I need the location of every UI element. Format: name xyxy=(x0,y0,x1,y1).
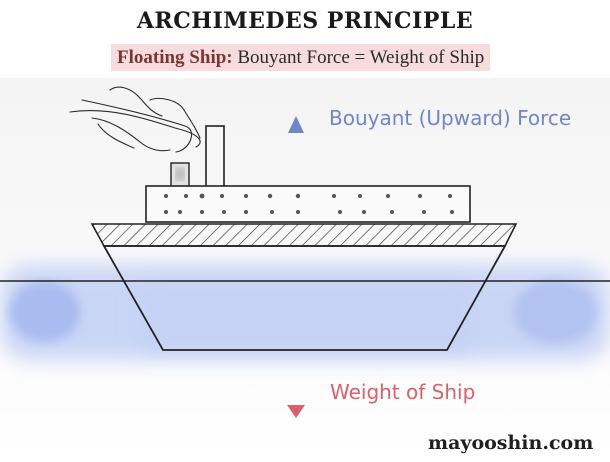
subtitle-lead: Floating Ship: xyxy=(117,47,233,68)
subtitle: Floating Ship: Bouyant Force = Weight of… xyxy=(111,44,491,71)
subtitle-rest: Bouyant Force = Weight of Ship xyxy=(232,47,485,68)
smoke-scribble xyxy=(69,86,201,153)
buoyant-force-label: Bouyant (Upward) Force xyxy=(329,106,572,130)
downward-arrowhead xyxy=(287,405,305,418)
upper-deck xyxy=(145,185,471,223)
page-title: ARCHIMEDES PRINCIPLE xyxy=(136,8,474,34)
force-arrow xyxy=(287,116,305,418)
weight-label: Weight of Ship xyxy=(330,380,476,404)
watermark: mayooshin.com xyxy=(428,432,594,454)
main-deck xyxy=(90,223,518,247)
hull xyxy=(102,245,507,351)
water xyxy=(0,265,610,360)
funnels xyxy=(170,125,225,189)
upward-arrowhead xyxy=(288,116,304,133)
